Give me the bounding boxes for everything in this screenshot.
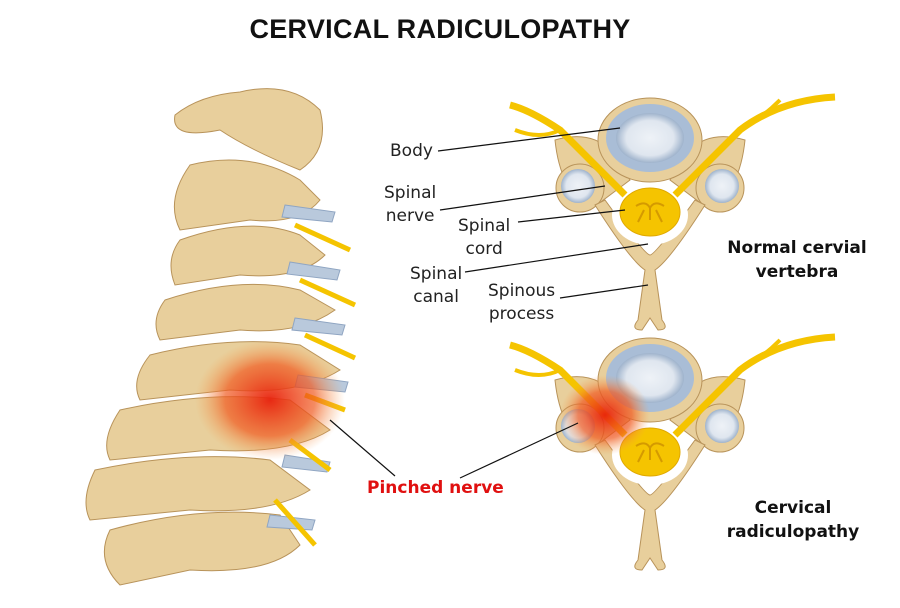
label-line: nerve [385, 206, 435, 226]
normal-vertebra-illustration [510, 97, 835, 330]
label-line: Spinal [384, 183, 437, 203]
page-title: CERVICAL RADICULOPATHY [249, 14, 631, 44]
label-spinal-nerve: Spinal nerve [384, 182, 436, 228]
radiculopathy-vertebra-illustration [510, 337, 835, 570]
label-line: process [488, 304, 555, 324]
label-line: canal [413, 287, 459, 307]
caption-line: Cervical [754, 498, 832, 518]
label-body: Body [390, 141, 433, 161]
caption-normal-vertebra: Normal cervial vertebra [722, 236, 872, 284]
leader-lines [329, 127, 649, 479]
label-line: Spinal [458, 216, 511, 236]
label-pinched-nerve: Pinched nerve [367, 478, 504, 498]
label-line: Spinous [488, 281, 556, 301]
label-line: Spinal [410, 264, 463, 284]
label-spinal-canal: Spinal canal [410, 263, 462, 309]
cervical-spine-side-view [85, 88, 357, 586]
label-line: cord [465, 239, 503, 259]
label-spinous-process: Spinous process [488, 280, 555, 326]
caption-line: radiculopathy [726, 522, 860, 542]
caption-line: vertebra [755, 262, 839, 282]
inflammation-area [195, 340, 345, 460]
caption-cervical-radiculopathy: Cervical radiculopathy [718, 496, 868, 544]
caption-line: Normal cervial [727, 238, 867, 258]
label-spinal-cord: Spinal cord [458, 215, 510, 261]
